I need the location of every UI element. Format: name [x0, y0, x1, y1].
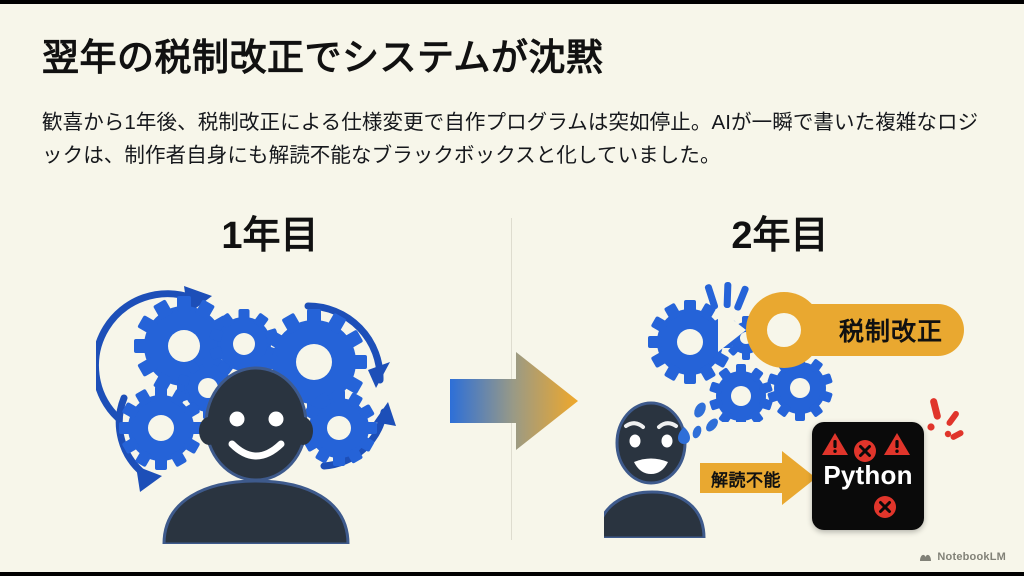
- happy-person-silhouette: [162, 366, 350, 544]
- eye-left: [229, 411, 245, 427]
- panel-label-year-1: 1年目: [221, 215, 319, 257]
- gear-lower-right: [301, 390, 377, 466]
- sweat-drop-on-face: [678, 427, 690, 444]
- transition-arrow: [450, 352, 578, 450]
- undecipherable-label: 解読不能: [711, 470, 781, 490]
- worried-person-silhouette: [604, 401, 718, 538]
- gear-lower-left: [119, 386, 203, 470]
- letterbox-bar-bottom: [0, 572, 1024, 576]
- eyebrow-left: [624, 421, 645, 429]
- eye-left: [629, 434, 641, 448]
- gear-upper-right: [261, 309, 367, 415]
- rotation-arrow-bottom-right-head: [374, 402, 396, 426]
- watermark-text: NotebookLM: [937, 551, 1006, 563]
- slide-title: 翌年の税制改正でシステムが沈黙: [42, 37, 604, 78]
- panel-label-year-2: 2年目: [731, 215, 829, 257]
- worried-mouth: [634, 458, 668, 474]
- gear-right-bottom-center: [709, 364, 773, 422]
- slide-body-text: 歓喜から1年後、税制改正による仕様変更で自作プログラムは突如停止。AIが一瞬で書…: [42, 111, 979, 168]
- error-x-icon: [854, 440, 876, 462]
- block-arrow-icon: [700, 451, 816, 505]
- notebooklm-icon: [920, 554, 932, 561]
- alert-burst-icon: [927, 398, 964, 440]
- rotation-arrow-top-left: [96, 290, 196, 422]
- letterbox-bar-top: [0, 0, 1024, 4]
- undecipherable-arrow: 解読不能: [700, 451, 816, 505]
- tax-reform-label: 税制改正: [838, 318, 943, 346]
- eye-right: [268, 411, 284, 427]
- smile-mouth: [228, 440, 285, 460]
- eyebrow-right: [657, 421, 678, 429]
- impact-burst-gears: [704, 282, 749, 311]
- eye-right: [661, 434, 673, 448]
- sweat-droplets: [692, 402, 718, 439]
- warning-triangle-icon: [884, 433, 910, 455]
- error-x-icon: [874, 496, 896, 518]
- warning-triangle-icon: [822, 433, 848, 455]
- watermark: NotebookLM: [919, 551, 1006, 563]
- rotation-arrow-top-right: [304, 302, 384, 384]
- python-label: Python: [823, 460, 913, 490]
- rotation-arrow-top-right-head: [368, 362, 390, 388]
- python-black-box: Python: [812, 422, 924, 530]
- rotation-arrow-bottom-left-head: [136, 466, 162, 492]
- tax-reform-wrench-badge: 税制改正: [716, 292, 966, 368]
- wrench-icon: [718, 292, 964, 368]
- left-illustration-gears-and-happy-person: [96, 286, 396, 544]
